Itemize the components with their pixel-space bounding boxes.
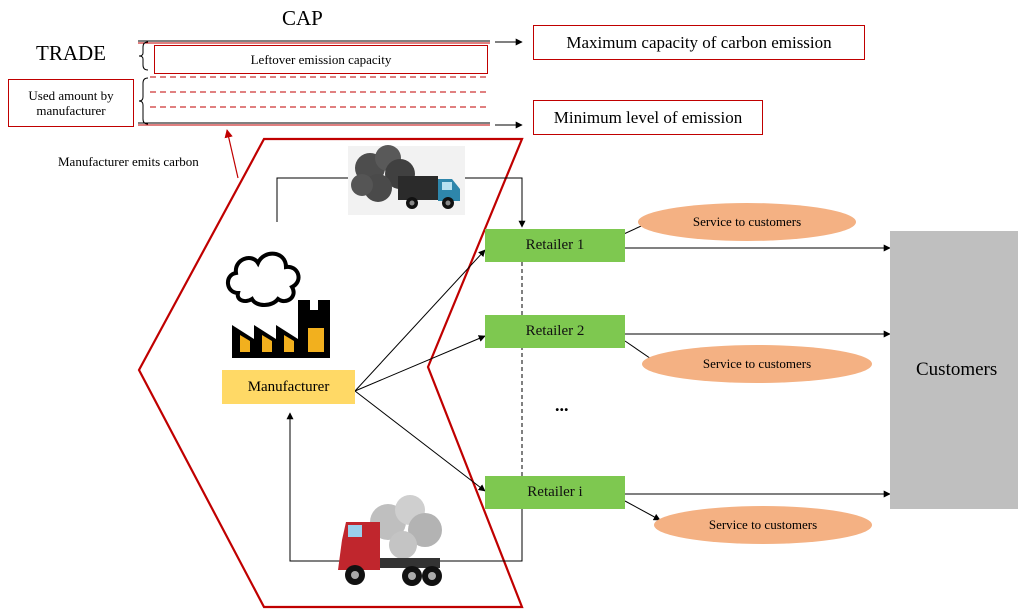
- max-capacity-box: Maximum capacity of carbon emission: [533, 25, 865, 60]
- cap-label: CAP: [282, 6, 323, 30]
- used-brace: [138, 77, 149, 125]
- retailer-i-box: Retailer i: [485, 476, 625, 509]
- used-dashed-lines: [150, 76, 490, 108]
- retailer-ellipsis: ...: [555, 395, 569, 415]
- trade-brace: [138, 41, 149, 71]
- arrow-to-retailer-i: [354, 390, 486, 492]
- min-level-box: Minimum level of emission: [533, 100, 763, 135]
- red-truck-icon: [338, 495, 442, 586]
- trade-label: TRADE: [36, 41, 106, 65]
- service-ellipse-3: Service to customers: [654, 506, 872, 544]
- retailer-1-box: Retailer 1: [485, 229, 625, 262]
- emits-arrow: [224, 129, 239, 179]
- customers-box: Customers: [890, 231, 1018, 509]
- retailer-2-box: Retailer 2: [485, 315, 625, 348]
- service-ellipse-1: Service to customers: [638, 203, 856, 241]
- smoke-truck-icon: [348, 145, 465, 215]
- leftover-capacity-box: Leftover emission capacity: [154, 45, 488, 74]
- service-ellipse-2: Service to customers: [642, 345, 872, 383]
- arrow-to-retailer-2: [354, 335, 486, 392]
- emits-carbon-label: Manufacturer emits carbon: [58, 154, 199, 169]
- min-line: [138, 121, 523, 129]
- used-amount-box: Used amount by manufacturer: [8, 79, 134, 127]
- manufacturer-box: Manufacturer: [222, 370, 355, 404]
- manufacturer-zone: [137, 137, 524, 609]
- arrow-to-retailer-1: [354, 249, 486, 392]
- factory-icon: [226, 251, 330, 358]
- retailer-i-to-service: [624, 500, 661, 521]
- cap-line: [138, 38, 523, 46]
